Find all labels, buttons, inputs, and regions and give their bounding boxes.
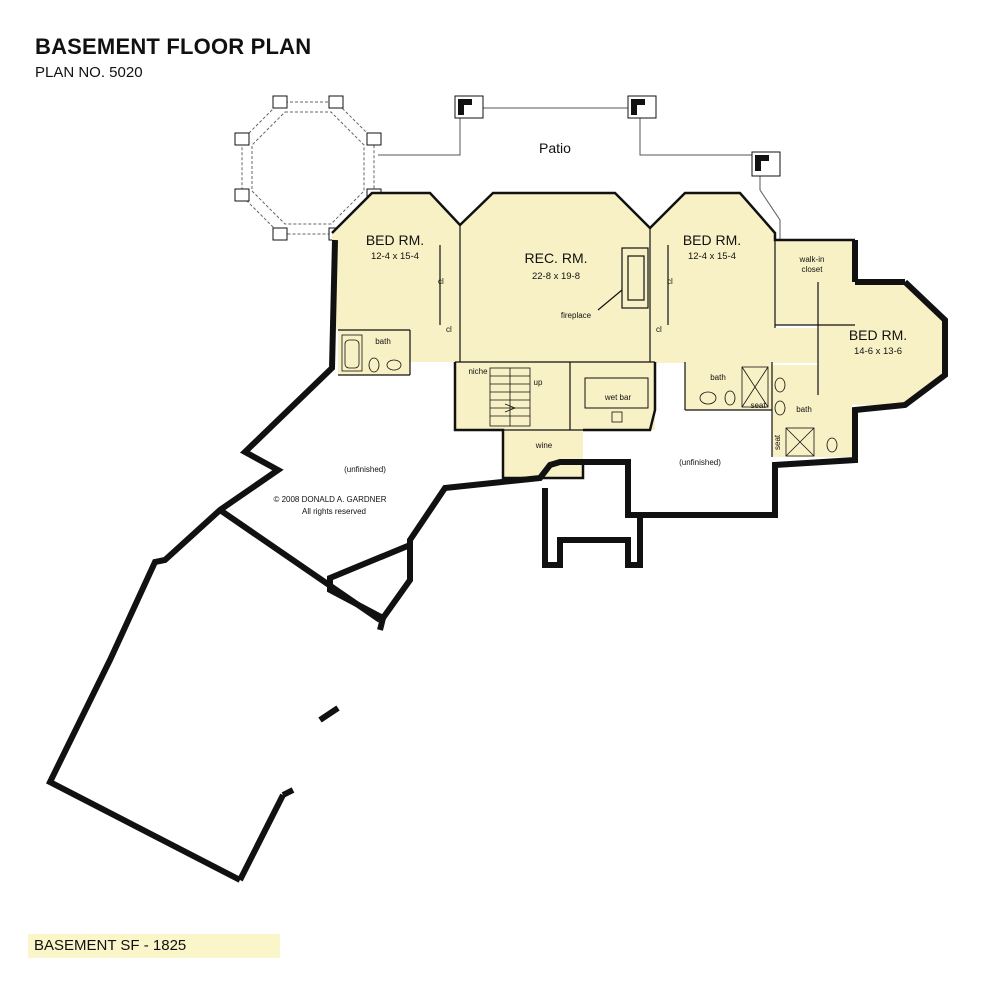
unfinished-left-label: (unfinished)	[344, 465, 386, 474]
rec-room-name: REC. RM.	[525, 250, 588, 266]
gazebo-octagon	[241, 101, 375, 235]
finished-area	[332, 193, 945, 478]
right-bath-fixtures	[699, 366, 838, 457]
seat-label-2: seat	[773, 434, 782, 450]
closet-label-1: cl	[438, 277, 444, 286]
plan-title: BASEMENT FLOOR PLAN	[35, 34, 312, 59]
fireplace-label: fireplace	[561, 311, 592, 320]
bed-mid-dims: 12-4 x 15-4	[688, 251, 736, 262]
closet-label-3: cl	[667, 277, 673, 286]
left-bath-fixtures	[341, 334, 402, 373]
rec-room-dims: 22-8 x 19-8	[532, 271, 580, 282]
exterior-walls	[46, 239, 948, 883]
wet-bar-label: wet bar	[604, 393, 632, 402]
closet-label-4: cl	[656, 325, 662, 334]
walk-in-closet-label: closet	[802, 265, 824, 274]
patio-label: Patio	[539, 140, 571, 156]
wine-label: wine	[535, 441, 553, 450]
patio-posts	[454, 95, 781, 177]
niche-label: niche	[468, 367, 488, 376]
stairs-up-label: up	[534, 378, 543, 387]
fireplace-symbol	[597, 247, 649, 311]
wet-bar-sink	[611, 411, 623, 423]
walk-in-label: walk-in	[799, 255, 825, 264]
closet-label-2: cl	[446, 325, 452, 334]
stairs	[489, 367, 531, 427]
bath-mid-label: bath	[710, 373, 726, 382]
bath-left-label: bath	[375, 337, 391, 346]
plan-number: PLAN NO. 5020	[35, 64, 143, 81]
room-walls	[331, 191, 855, 480]
basement-sf-label: BASEMENT SF - 1825	[28, 934, 280, 958]
interior-walls	[338, 225, 855, 457]
bed-left-name: BED RM.	[366, 232, 424, 248]
bed-mid-name: BED RM.	[683, 232, 741, 248]
bed-right-name: BED RM.	[849, 327, 907, 343]
rights-label: All rights reserved	[302, 507, 366, 516]
unfinished-right-label: (unfinished)	[679, 458, 721, 467]
seat-label-1: seat	[750, 401, 766, 410]
bed-right-dims: 14-6 x 13-6	[854, 346, 902, 357]
bed-left-dims: 12-4 x 15-4	[371, 251, 419, 262]
bath-right-label: bath	[796, 405, 812, 414]
copyright-label: © 2008 DONALD A. GARDNER	[273, 495, 386, 504]
wet-bar-counter	[584, 377, 649, 409]
